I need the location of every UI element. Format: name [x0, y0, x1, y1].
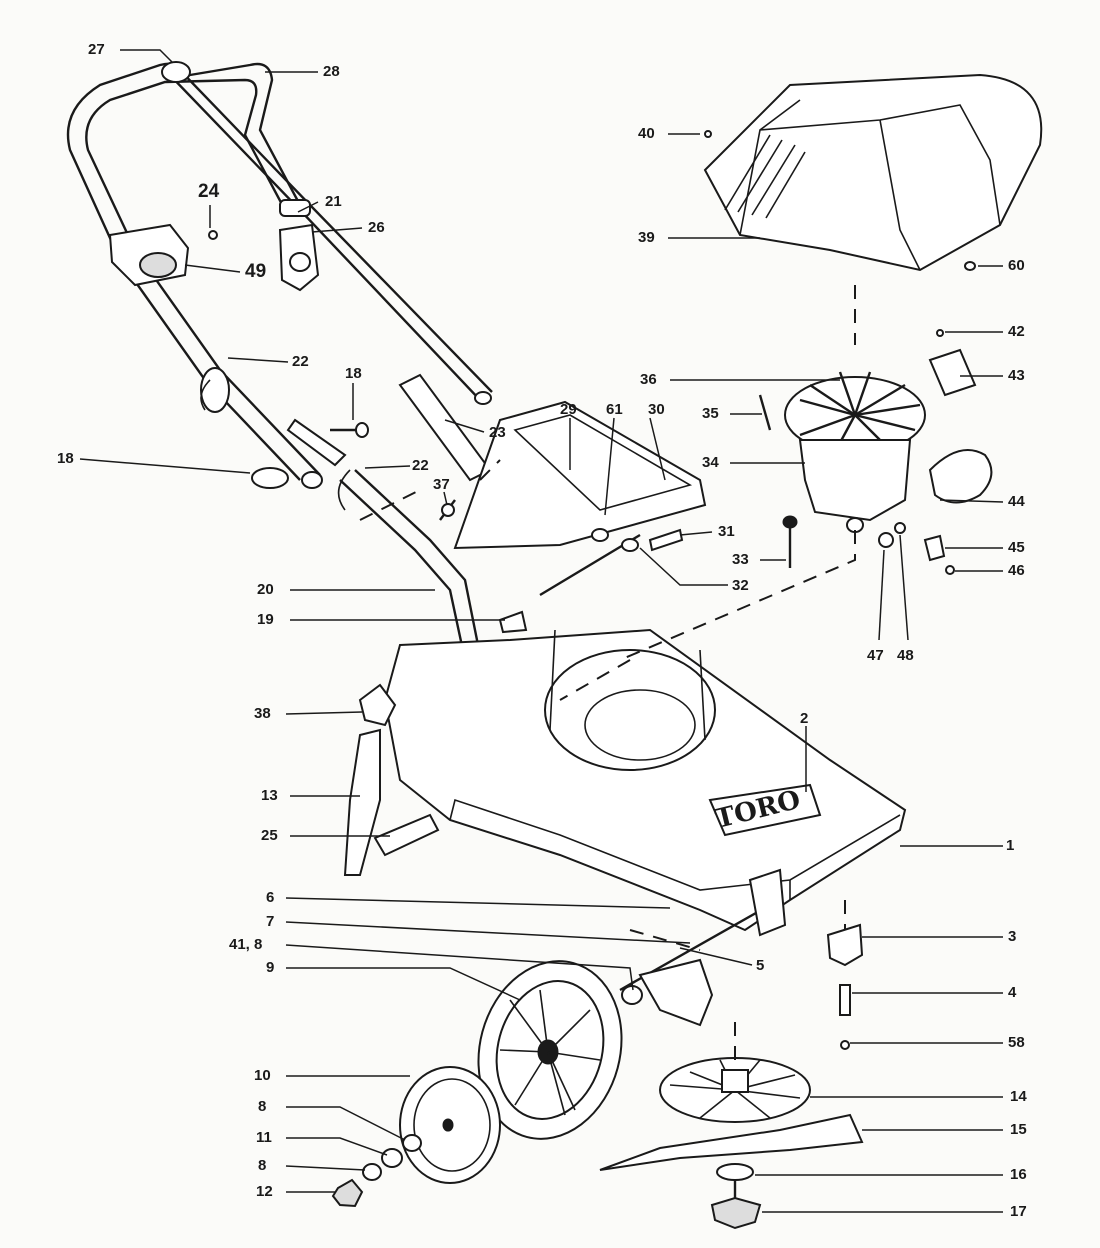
- assembly-lines: [359, 285, 856, 1060]
- part-label-33: 33: [732, 551, 749, 568]
- wheel: [477, 960, 643, 1140]
- part-label-25: 25: [261, 827, 278, 844]
- part-label-49: 49: [245, 261, 267, 282]
- part-label-9: 9: [266, 959, 275, 976]
- part-label-12: 12: [256, 1183, 273, 1200]
- part-label-39: 39: [638, 229, 655, 246]
- part-label-5: 5: [756, 957, 765, 974]
- part-label-18-bolt: 18: [345, 365, 362, 382]
- part-label-45: 45: [1008, 539, 1025, 556]
- part-label-36: 36: [640, 371, 657, 388]
- part-label-21: 21: [325, 193, 342, 210]
- part-label-40: 40: [638, 125, 655, 142]
- part-label-32: 32: [732, 577, 749, 594]
- leader-lines: [79, 49, 1004, 1213]
- part-label-11: 11: [256, 1129, 272, 1146]
- part-label-42: 42: [1008, 323, 1025, 340]
- part-label-4: 4: [1008, 984, 1017, 1001]
- part-label-34: 34: [702, 454, 719, 471]
- small-parts: [208, 130, 976, 1050]
- part-label-7: 7: [266, 913, 275, 930]
- rear-axle: [619, 868, 787, 1027]
- part-label-44: 44: [1008, 493, 1025, 510]
- part-label-17: 17: [1010, 1203, 1027, 1220]
- part-label-37: 37: [433, 476, 450, 493]
- motor: [784, 348, 993, 533]
- part-label-13: 13: [261, 787, 278, 804]
- part-label-2: 2: [800, 710, 809, 727]
- part-label-1: 1: [1006, 837, 1015, 854]
- part-label-46: 46: [1008, 562, 1025, 579]
- part-label-41-8: 41, 8: [229, 936, 263, 953]
- part-label-10: 10: [254, 1067, 271, 1084]
- part-label-8-washer: 8: [258, 1098, 267, 1115]
- cable-clip: [278, 223, 320, 292]
- part-label-16: 16: [1010, 1166, 1027, 1183]
- part-label-3: 3: [1008, 928, 1017, 945]
- part-label-43: 43: [1008, 367, 1025, 384]
- motor-hood: [703, 73, 1043, 272]
- hub-cap: [331, 1066, 501, 1208]
- deflector-plate: [453, 400, 707, 597]
- upper-handle: [66, 61, 493, 405]
- part-label-19: 19: [257, 611, 274, 628]
- part-label-29: 29: [560, 401, 577, 418]
- part-label-22-lower: 22: [412, 457, 429, 474]
- part-label-58: 58: [1008, 1034, 1025, 1051]
- part-label-28: 28: [323, 63, 340, 80]
- part-label-48: 48: [897, 647, 914, 664]
- part-label-6: 6: [266, 889, 275, 906]
- part-label-8-washer-outer: 8: [258, 1157, 267, 1174]
- part-label-18-knob: 18: [57, 450, 74, 467]
- part-label-47: 47: [867, 647, 884, 664]
- part-label-60: 60: [1008, 257, 1025, 274]
- blade-assembly: [599, 1057, 864, 1230]
- part-label-35: 35: [702, 405, 719, 422]
- part-label-30: 30: [648, 401, 665, 418]
- lower-handle: [119, 249, 482, 661]
- part-label-15: 15: [1010, 1121, 1027, 1138]
- part-label-31: 31: [718, 523, 735, 540]
- part-label-61: 61: [606, 401, 623, 418]
- part-label-24: 24: [198, 181, 220, 202]
- part-label-14: 14: [1010, 1088, 1027, 1105]
- mower-deck: TORO: [383, 628, 907, 932]
- switch-box: [108, 223, 190, 287]
- height-lever: [343, 683, 440, 876]
- part-label-38: 38: [254, 705, 271, 722]
- part-label-22-upper: 22: [292, 353, 309, 370]
- part-label-23: 23: [489, 424, 506, 441]
- part-label-26: 26: [368, 219, 385, 236]
- part-label-27: 27: [88, 41, 105, 58]
- part-label-20: 20: [257, 581, 274, 598]
